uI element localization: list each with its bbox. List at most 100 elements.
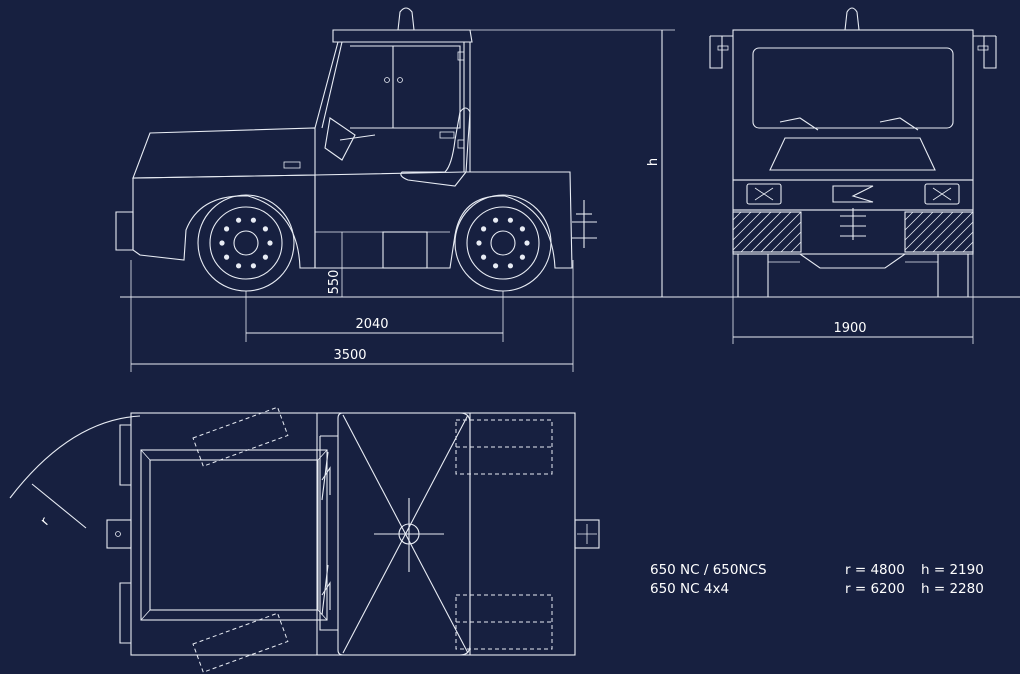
lug-nut [492,263,499,269]
spec-radius-1: r = 4800 [845,562,905,578]
front-body [132,174,316,269]
hatch-line [942,221,974,253]
turn-radius-line [31,483,87,529]
spec-height-1: h = 2190 [921,562,984,578]
emblem [832,185,874,203]
wipers [779,117,919,131]
mirror-heads [321,466,331,610]
turn-radius-arc [9,415,141,499]
height-label: h [646,158,661,166]
hatch-line [760,211,802,253]
left-headlight [746,183,782,205]
axle-housing [799,253,906,269]
clearance-label: 550 [327,270,342,295]
hatch-line [932,211,974,253]
hatch-line [780,231,802,253]
hatch-line [912,211,954,253]
hatch-line [904,211,914,221]
lug-nut [519,226,526,232]
lug-nut [507,217,514,223]
hatch-line [904,211,934,241]
hood [132,127,316,179]
lug-nut [519,254,526,260]
hatch-line [790,241,802,253]
lug-nut [524,240,530,246]
door-handle [384,77,390,83]
hatch-line [962,241,974,253]
lug-nut [250,217,257,223]
hatch-line [732,211,752,231]
windshield [752,47,954,129]
rear-hook [574,519,600,549]
wheelbase-label: 2040 [355,317,388,332]
front-hook-pin [115,531,121,537]
cab [732,29,974,181]
front-wheel-turned [192,612,289,673]
spec-radius-2: r = 6200 [845,581,905,597]
cab-side [319,435,338,631]
lug-nut [492,217,499,223]
seat [400,107,471,187]
spec-height-2: h = 2280 [921,581,984,597]
step-box [382,231,428,269]
hatch-line [952,231,974,253]
right-headlight [924,183,960,205]
steering-column [339,134,376,141]
side-view: h 550 2040 3500 [115,7,1020,372]
cab-rear-pillar [463,42,471,172]
rear-body [314,171,573,269]
beacon [844,7,860,31]
lug-nut [235,263,242,269]
cab-window-frame [350,45,461,129]
hatch-line [732,211,762,241]
front-view: 1900 [709,7,997,344]
hood-panel [140,449,328,621]
cab-roof-top [337,412,471,656]
front-hook [106,519,132,549]
spec-model-1: 650 NC / 650NCS [650,562,767,578]
right-mirror [973,35,997,69]
hatch-line [732,211,772,251]
hatch-line [770,221,802,253]
hood-corners [140,449,328,621]
hood-vent [283,161,301,169]
lug-nut [480,254,487,260]
lug-nut [267,240,273,246]
hatch-line [904,211,944,251]
hatch-line [740,211,782,253]
cab-light [457,51,465,61]
door-handle [397,77,403,83]
cab-front-pillar [314,41,343,129]
lug-nut [476,240,482,246]
mirror-mount [977,45,989,51]
hatch-line [750,211,792,253]
length-label: 3500 [333,348,366,363]
rear-wheel [454,194,552,292]
lug-nut [262,226,269,232]
hatch-line [904,211,924,231]
radius-label: r [38,514,53,528]
front-wheel-turned [192,406,289,467]
lug-nut [219,240,225,246]
hatch-line [732,211,742,221]
wheels [737,254,969,297]
cab-light [457,139,465,149]
lug-nut [235,217,242,223]
steering-wheel [324,117,356,161]
hood [769,137,936,171]
cab-roof [332,29,473,43]
lug-nut [223,254,230,260]
seat-lever [439,131,455,139]
lug-nut [262,254,269,260]
hatch-line [922,211,964,253]
width-label: 1900 [833,321,866,336]
lug-nut [507,263,514,269]
lug-nut [250,263,257,269]
lug-nut [480,226,487,232]
headlight-marks [754,187,952,201]
hood-inner [149,459,319,611]
mirror-mount [717,45,729,51]
front-wheel [197,194,295,292]
